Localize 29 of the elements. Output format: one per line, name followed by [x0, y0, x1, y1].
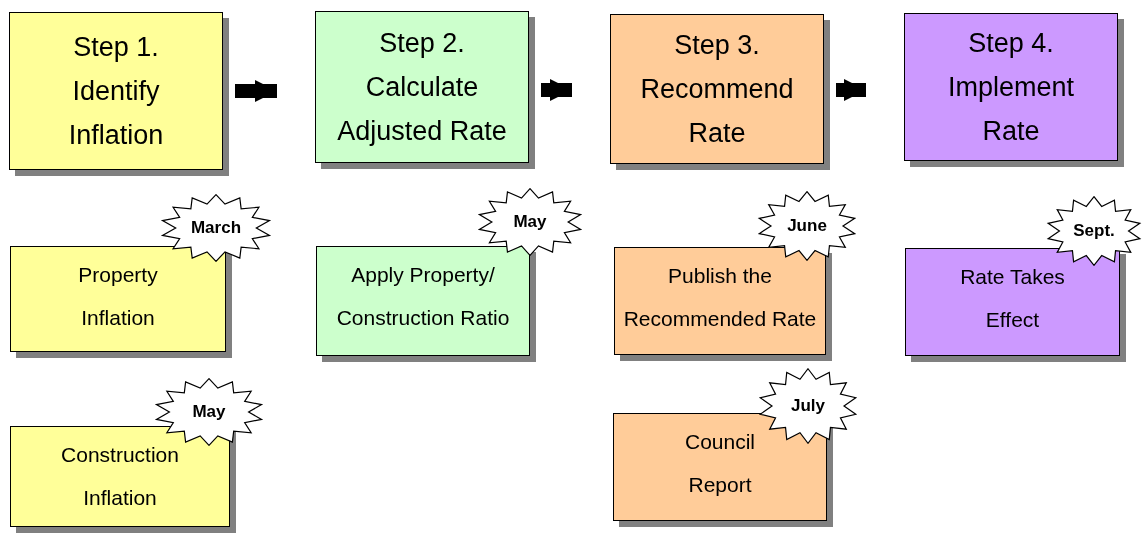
starburst	[1046, 196, 1142, 266]
step-heading: Step 2.	[379, 27, 465, 60]
step-heading: Step 1.	[73, 31, 159, 64]
month-label: May	[513, 212, 547, 232]
month-label: June	[787, 216, 827, 236]
step-title: Identify Inflation	[67, 75, 165, 152]
step-title: Implement Rate	[946, 71, 1076, 148]
task-text: Council Report	[683, 429, 756, 498]
block-arrow	[541, 78, 572, 102]
month-label: May	[192, 402, 226, 422]
step-title: Calculate Adjusted Rate	[337, 71, 507, 148]
month-label: Sept.	[1073, 221, 1115, 241]
month-label: July	[791, 396, 825, 416]
task-text: Apply Property/ Construction Ratio	[335, 262, 511, 331]
starburst	[757, 191, 857, 261]
task-text: Publish the Recommended Rate	[622, 263, 818, 332]
starburst	[160, 194, 272, 262]
step-title: Recommend Rate	[639, 73, 795, 150]
step-heading: Step 4.	[968, 27, 1054, 60]
month-label: March	[190, 218, 242, 238]
starburst	[758, 368, 858, 444]
starburst	[154, 378, 264, 446]
block-arrow	[836, 78, 866, 102]
task-text: Construction Inflation	[60, 442, 180, 511]
task-text: Rate Takes Effect	[959, 264, 1066, 333]
starburst	[477, 188, 583, 256]
step-heading: Step 3.	[674, 29, 760, 62]
block-arrow	[235, 79, 277, 103]
task-text: Property Inflation	[77, 262, 159, 331]
